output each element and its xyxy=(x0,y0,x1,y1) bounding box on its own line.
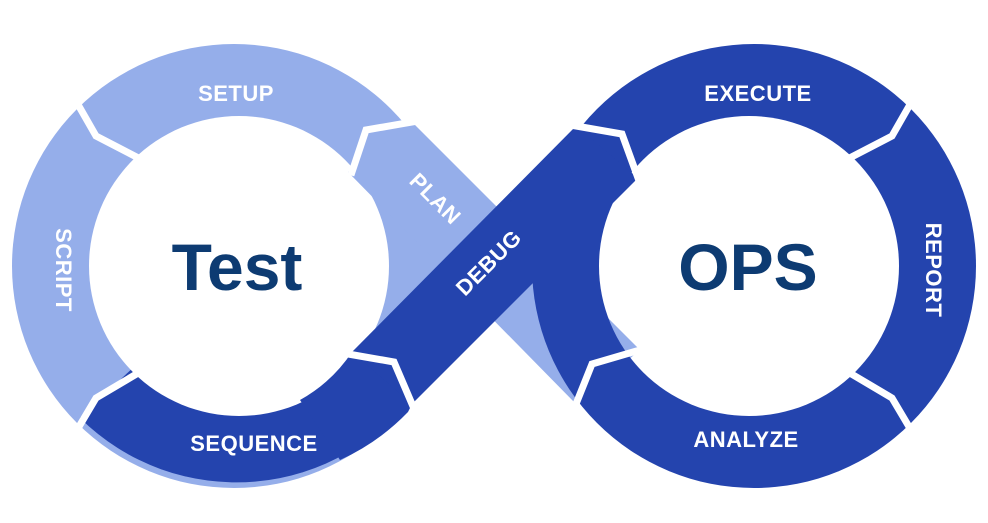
debug-segment xyxy=(352,126,638,404)
right-loop xyxy=(532,44,976,488)
report-label: REPORT xyxy=(921,223,946,318)
sequence-debug-join xyxy=(300,352,412,460)
analyze-label: ANALYZE xyxy=(693,427,798,452)
test-title: Test xyxy=(172,230,303,304)
right-ring-segment xyxy=(532,44,976,488)
segment-separators xyxy=(75,103,913,430)
script-label: SCRIPT xyxy=(51,228,76,312)
ops-title: OPS xyxy=(678,230,817,304)
execute-label: EXECUTE xyxy=(704,81,811,106)
setup-label: SETUP xyxy=(198,81,274,106)
sequence-label: SEQUENCE xyxy=(190,431,317,456)
